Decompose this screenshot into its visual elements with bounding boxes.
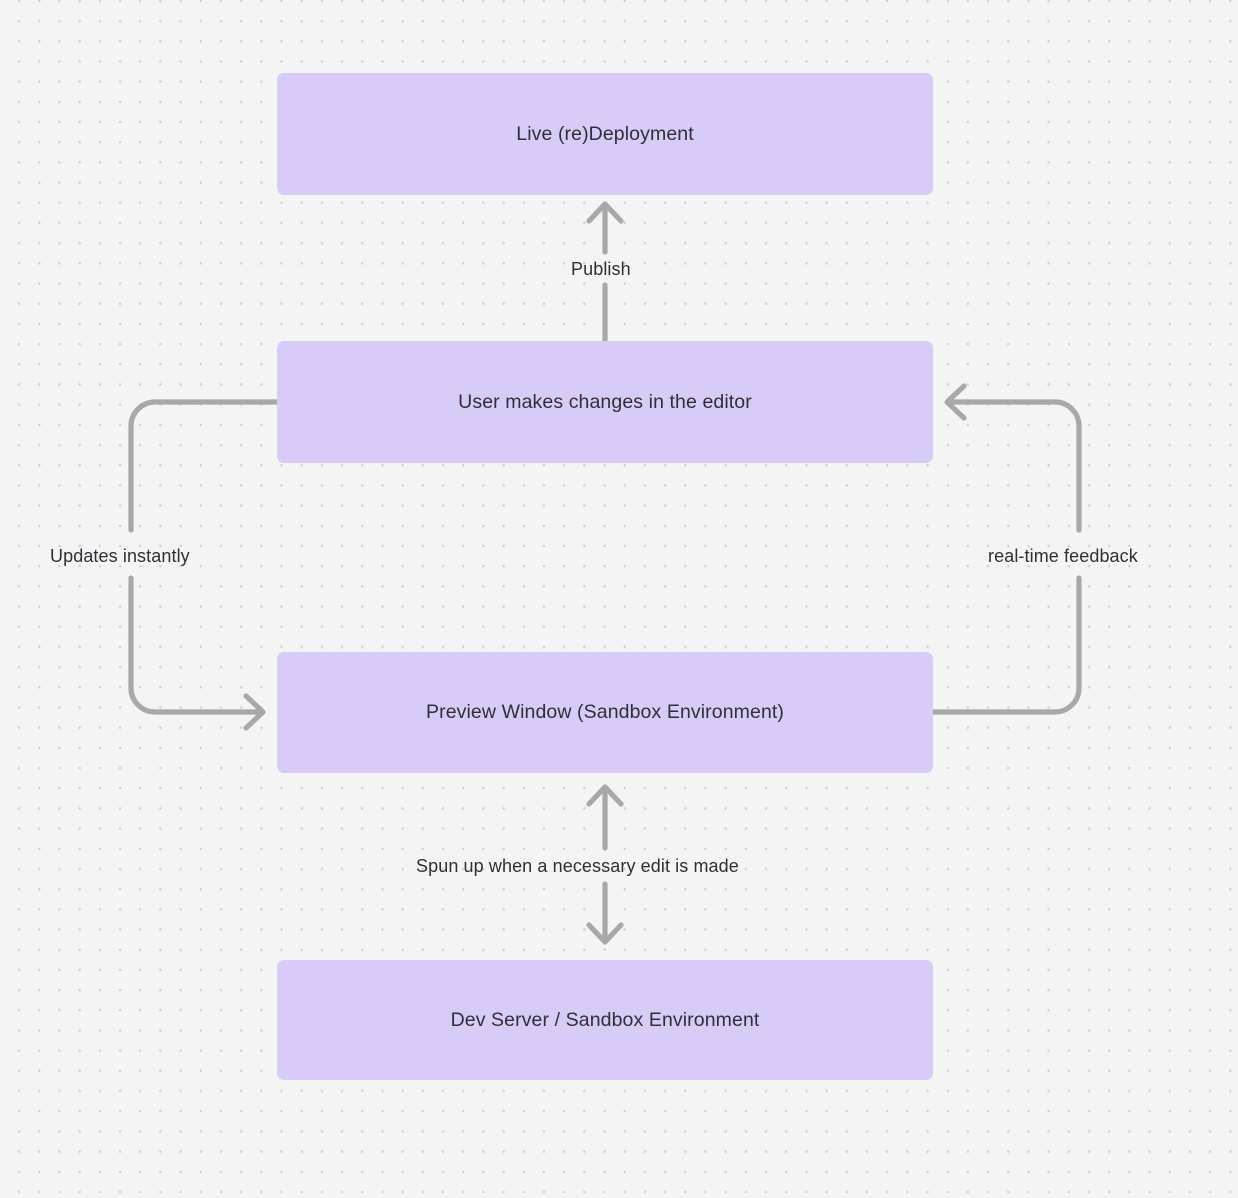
node-live-redeployment[interactable]: Live (re)Deployment [277, 73, 933, 195]
node-preview-window[interactable]: Preview Window (Sandbox Environment) [277, 652, 933, 773]
node-live-redeployment-label: Live (re)Deployment [516, 122, 694, 145]
node-dev-server-label: Dev Server / Sandbox Environment [450, 1008, 760, 1031]
edge-label-spun-up: Spun up when a necessary edit is made [416, 856, 739, 876]
edge-label-updates-instantly: Updates instantly [50, 546, 190, 566]
node-user-makes-changes-label: User makes changes in the editor [458, 390, 752, 413]
edge-label-real-time-feedback: real-time feedback [988, 546, 1138, 566]
node-preview-window-label: Preview Window (Sandbox Environment) [426, 701, 784, 723]
node-user-makes-changes[interactable]: User makes changes in the editor [277, 341, 933, 463]
node-dev-server[interactable]: Dev Server / Sandbox Environment [277, 960, 933, 1080]
edge-label-publish: Publish [571, 259, 631, 279]
